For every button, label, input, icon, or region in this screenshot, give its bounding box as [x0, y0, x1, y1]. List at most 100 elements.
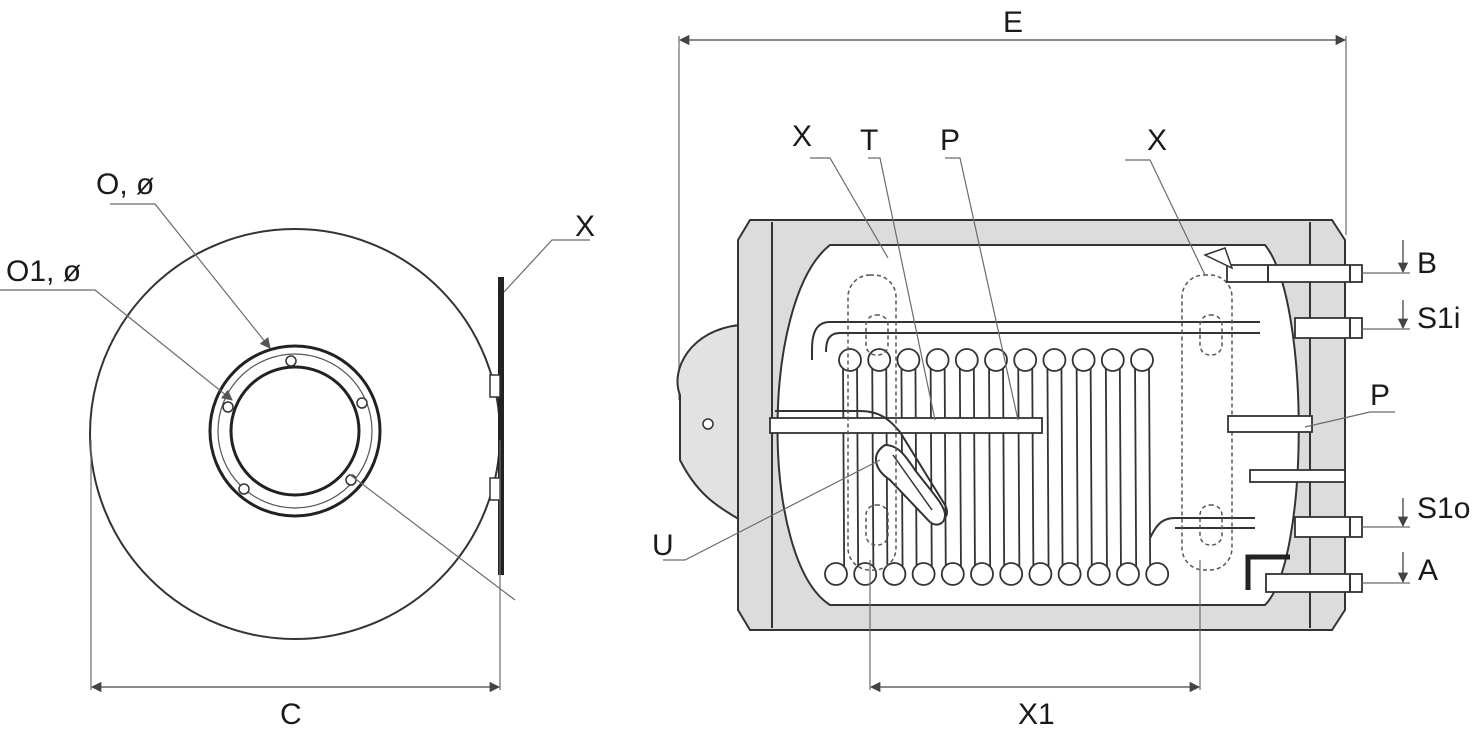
coil-turn-bottom — [824, 562, 848, 586]
label-a: A — [1418, 554, 1438, 587]
coil-tube — [1046, 359, 1050, 575]
leader-o1 — [0, 289, 233, 401]
label-t: T — [860, 124, 878, 157]
pocket-clip — [865, 314, 889, 356]
coil-turn-top — [1013, 348, 1038, 372]
coil-turn-bottom — [882, 562, 907, 586]
connection-p — [1227, 415, 1313, 433]
coil-tube — [1017, 359, 1021, 575]
label-s1o: S1o — [1417, 492, 1470, 525]
leader-x-left — [810, 157, 889, 259]
leader-p-top — [945, 157, 1019, 421]
cap-screw — [702, 418, 714, 430]
pocket-clip — [1199, 314, 1223, 356]
flange-inner — [217, 353, 373, 509]
drain-pipe — [1245, 554, 1290, 590]
coil-tube — [1060, 359, 1064, 575]
coil-tube — [943, 359, 947, 575]
wall-bracket — [498, 277, 504, 575]
coil-turn-bottom — [999, 562, 1024, 586]
bolt-hole — [356, 397, 368, 409]
coil-tube — [842, 359, 846, 575]
coil-tube — [1089, 359, 1093, 575]
coil-tube — [914, 359, 918, 575]
coil-turn-bottom — [1057, 562, 1082, 586]
opening-circle — [229, 365, 361, 497]
label-s1i: S1i — [1417, 302, 1460, 335]
connection-height-markers — [1362, 240, 1410, 584]
label-p-right: P — [1370, 379, 1390, 412]
coil-tube — [1134, 359, 1138, 575]
leader-p-right — [1304, 411, 1395, 428]
coil-turn-bottom — [1145, 562, 1170, 586]
coil-tube — [1148, 359, 1152, 575]
coil-tube — [1075, 359, 1079, 575]
coil-tube — [1031, 359, 1035, 575]
label-p-top: P — [940, 124, 960, 157]
coil-tube — [988, 359, 992, 575]
leader-t — [868, 157, 936, 421]
pocket-clip — [865, 504, 889, 546]
sensor-pocket-right — [1181, 274, 1233, 571]
coil-tube — [1118, 359, 1122, 575]
label-u: U — [652, 529, 674, 562]
leader-x-left — [503, 239, 590, 293]
coil-turns — [824, 348, 1170, 586]
coil-tube — [1002, 359, 1006, 575]
connection-s1i — [1294, 317, 1363, 339]
label-x-right: X — [1147, 124, 1167, 157]
coil-turn-bottom — [1086, 562, 1111, 586]
leader-o — [110, 203, 271, 349]
coil-tube — [871, 359, 875, 575]
coil-tube — [958, 359, 962, 575]
coil-turn-bottom — [970, 562, 994, 586]
coil-turn-top — [984, 348, 1008, 372]
coil-tube — [972, 359, 976, 575]
coil-tube — [856, 359, 860, 575]
coil-turn-top — [1100, 348, 1125, 372]
label-e: E — [1003, 6, 1023, 39]
coil-tube — [929, 359, 933, 575]
connection-b — [1226, 264, 1363, 283]
coil-turn-bottom — [1028, 562, 1053, 586]
coil-turn-bottom — [1116, 562, 1140, 586]
bolt-hole — [222, 401, 234, 413]
bolt-hole — [345, 474, 357, 486]
thermostat-sleeve — [769, 417, 1043, 434]
coil-turn-top — [867, 348, 892, 372]
label-o1: O1, ø — [6, 255, 81, 288]
coil-turn-top — [1042, 348, 1067, 372]
connection-s1o — [1294, 516, 1363, 538]
label-x: X — [575, 210, 595, 243]
leader-u — [663, 459, 881, 561]
pocket-clip — [1199, 504, 1223, 546]
bracket-arm-top — [489, 374, 501, 398]
coil-turn-bottom — [911, 562, 936, 586]
electric-element-inner — [892, 454, 933, 511]
coil-turn-top — [925, 348, 950, 372]
connection-a — [1265, 573, 1363, 593]
coil-turn-top — [1071, 348, 1096, 372]
heat-exchanger-coil — [811, 321, 1260, 539]
bolt-hole — [285, 355, 297, 367]
side-view: O, ø O1, ø X C — [0, 168, 595, 731]
label-b: B — [1417, 247, 1437, 280]
label-o: O, ø — [96, 168, 154, 201]
label-x-left: X — [792, 120, 812, 153]
coil-turn-top — [1130, 348, 1154, 372]
air-vent — [1203, 247, 1234, 270]
label-x1: X1 — [1018, 698, 1055, 731]
front-section-view: E — [652, 6, 1470, 731]
label-c: C — [280, 698, 302, 731]
leader-flange — [348, 473, 516, 601]
coil-turn-bottom — [940, 562, 965, 586]
coil-tube — [1104, 359, 1108, 575]
coil-turn-top — [896, 348, 921, 372]
sensor-rod — [1249, 469, 1346, 483]
bolt-hole — [238, 483, 250, 495]
coil-turn-top — [954, 348, 979, 372]
bracket-arm-bottom — [489, 477, 501, 501]
coil-turn-top — [838, 348, 862, 372]
sensor-pocket-left — [847, 274, 897, 571]
